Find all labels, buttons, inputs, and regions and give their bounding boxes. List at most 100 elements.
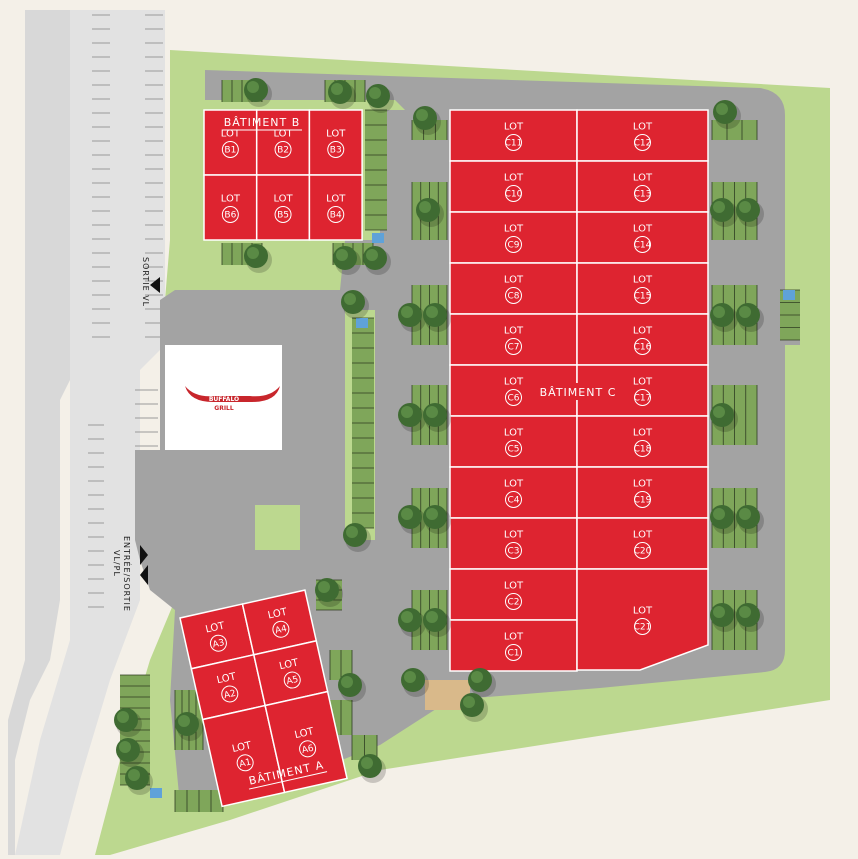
accessible-parking-icon — [783, 290, 795, 300]
lot-badge — [283, 671, 301, 689]
lot-c5[interactable]: LOT C5 — [449, 415, 578, 468]
accessible-parking-icon — [372, 233, 384, 243]
lot-label: LOT — [504, 224, 524, 235]
lot-label: LOT — [633, 173, 653, 184]
buffalo-grill-restaurant[interactable]: BUFFALO GRILL — [165, 345, 282, 450]
lot-badge — [221, 141, 239, 158]
lot-badge — [505, 185, 522, 202]
lot-c14[interactable]: LOT C14 — [576, 211, 709, 264]
lot-label: LOT — [633, 275, 653, 286]
lot-code: C16 — [634, 343, 652, 353]
lot-code: C14 — [634, 241, 652, 251]
building-b-title: BÂTIMENT B — [224, 116, 301, 129]
inner-grass — [790, 100, 820, 275]
lot-label: LOT — [633, 224, 653, 235]
parking-row — [711, 182, 758, 240]
lot-c13[interactable]: LOT C13 — [576, 160, 709, 213]
lot-label: LOT — [273, 194, 293, 205]
lot-code: B1 — [224, 146, 236, 156]
lot-c18[interactable]: LOT C18 — [576, 415, 709, 468]
building-c-title: BÂTIMENT C — [540, 386, 617, 399]
lot-code: C6 — [507, 394, 519, 404]
lot-label: LOT — [504, 275, 524, 286]
exit-sign: SORTIE VL — [141, 257, 150, 307]
title-underline — [248, 771, 328, 790]
inner-grass — [178, 55, 200, 215]
lot-label: LOT — [504, 632, 524, 643]
lot-badge — [274, 206, 292, 223]
lot-label: LOT — [294, 726, 316, 741]
lot-badge — [634, 236, 651, 253]
lot-code: C20 — [634, 547, 652, 557]
inner-grass — [255, 505, 300, 550]
lot-code: C5 — [507, 445, 519, 455]
lot-label: LOT — [504, 479, 524, 490]
lot-a6[interactable]: LOT A6 — [264, 690, 348, 794]
parking-row — [365, 109, 387, 231]
roadside-parking — [88, 14, 163, 608]
lot-label: LOT — [504, 377, 524, 388]
lot-badge — [274, 141, 292, 158]
accessible-parking-icon — [150, 788, 162, 798]
lot-label: LOT — [326, 194, 346, 205]
lot-label: LOT — [504, 428, 524, 439]
entry-exit-sign: ENTRÉE/SORTIE — [122, 536, 133, 612]
lot-badge — [634, 542, 651, 559]
lot-code: B2 — [277, 146, 289, 156]
lot-code: C13 — [634, 190, 652, 200]
lot-badge — [505, 287, 522, 304]
lot-code: A6 — [301, 744, 315, 756]
lot-badge — [634, 618, 651, 635]
accessible-parking-icon — [356, 318, 368, 328]
public-road — [8, 10, 70, 855]
lot-badge — [505, 644, 522, 661]
lot-badge — [221, 206, 239, 223]
lot-label: LOT — [273, 129, 293, 140]
lot-badge — [505, 542, 522, 559]
lot-code: C2 — [507, 598, 519, 608]
bull-horns-logo — [185, 386, 280, 402]
lot-badge — [505, 593, 522, 610]
lot-code: C10 — [505, 190, 523, 200]
lot-badge — [236, 754, 254, 772]
lot-label: LOT — [633, 428, 653, 439]
parking-row — [174, 790, 224, 812]
title-bg — [538, 383, 618, 400]
lot-code: C18 — [634, 445, 652, 455]
parking-row — [352, 317, 374, 529]
lot-code: C3 — [507, 547, 519, 557]
trees — [114, 78, 764, 795]
lot-label: LOT — [216, 671, 238, 686]
lot-label: LOT — [633, 122, 653, 133]
lot-badge — [505, 236, 522, 253]
lot-label: LOT — [231, 740, 253, 755]
entry-arrow-icon — [140, 545, 148, 565]
lot-b2[interactable]: LOT B2 — [255, 109, 311, 176]
lot-badge — [272, 620, 290, 638]
lot-badge — [505, 491, 522, 508]
